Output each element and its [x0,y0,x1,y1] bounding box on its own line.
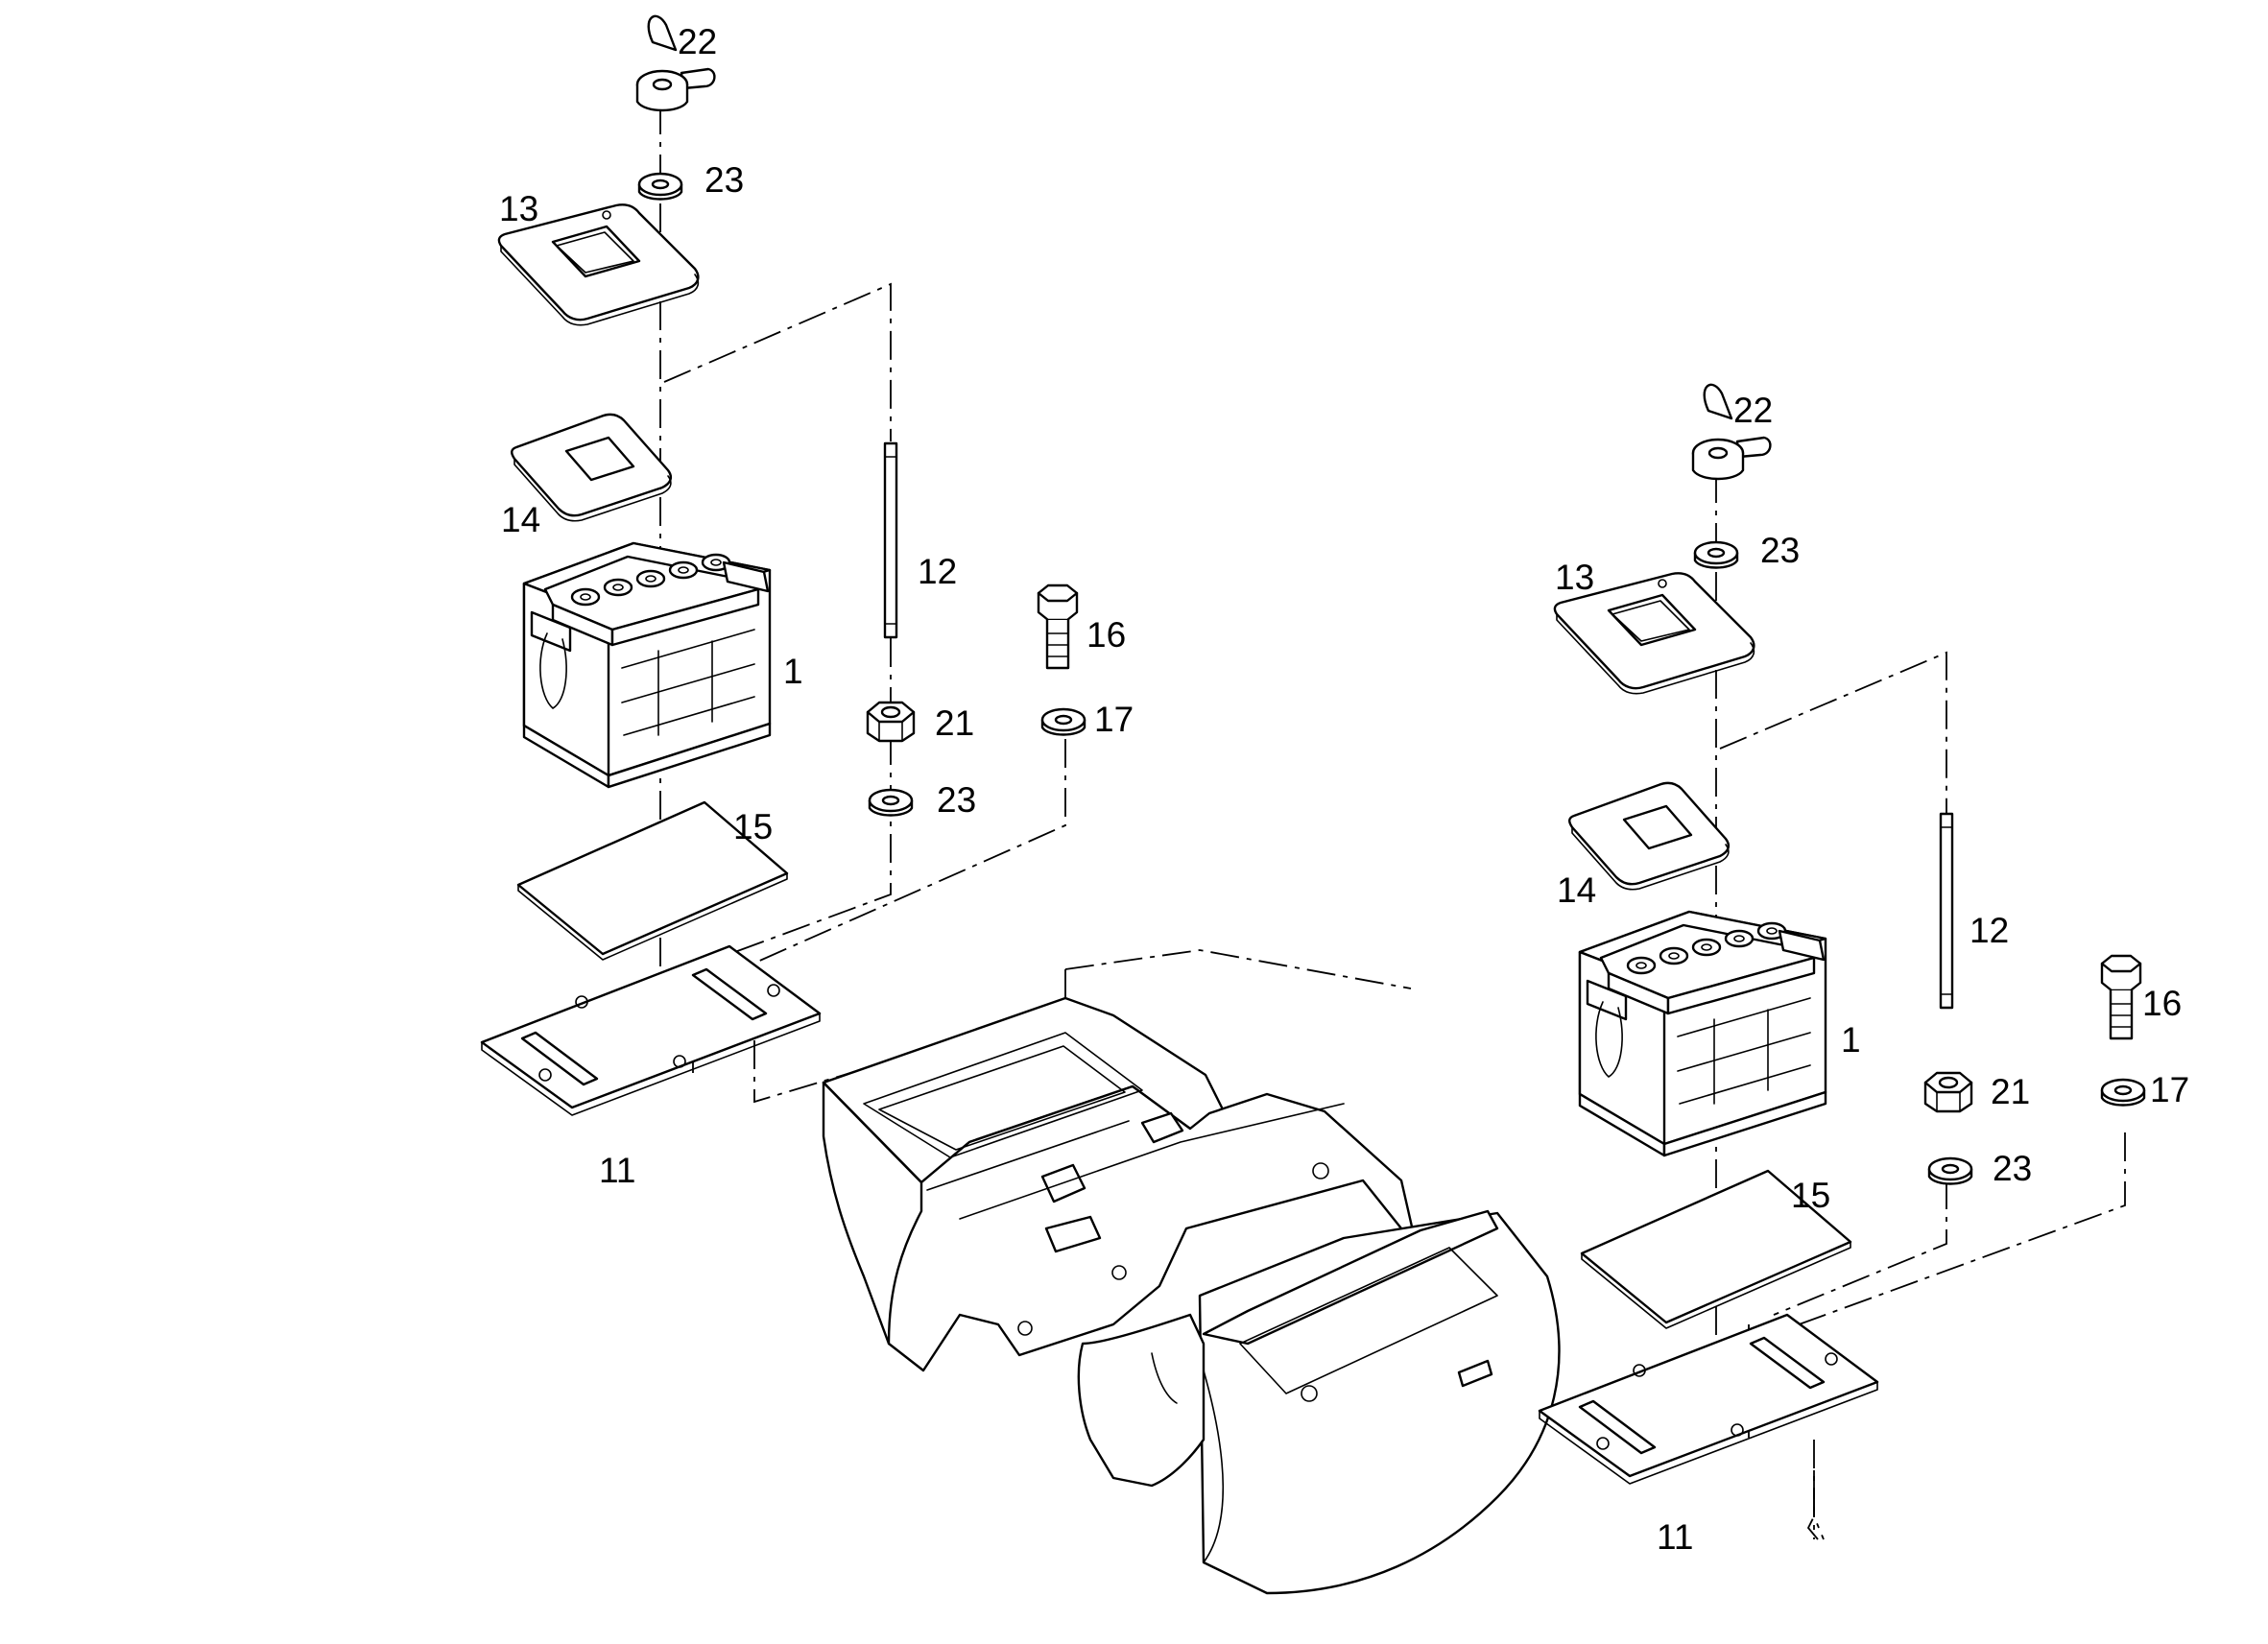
hex-bolt-16 [1037,584,1079,670]
callout-15-right: 15 [1791,1176,1830,1215]
washer-17-right [2100,1078,2146,1107]
callout-1: 1 [783,652,803,691]
callout-17: 17 [1094,700,1134,739]
callout-1-right: 1 [1841,1020,1861,1060]
callout-14-right: 14 [1557,870,1596,910]
washer-17 [1040,707,1086,736]
callout-13-right: 13 [1555,558,1594,597]
battery-1-right [1578,910,1827,1157]
callout-16-right: 16 [2142,984,2182,1023]
callout-13: 13 [499,189,538,228]
callout-12-right: 12 [1970,911,2009,950]
threaded-rod-12 [883,441,898,639]
hex-bolt-16-right [2100,954,2142,1040]
washer-23 [637,172,683,201]
callout-23-lower-right: 23 [1993,1149,2032,1188]
hex-nut-21 [866,701,916,743]
callout-22-right: 22 [1733,391,1773,430]
machine-frame [822,949,1561,1595]
callout-22: 22 [678,22,717,61]
callout-16: 16 [1086,615,1126,655]
right-assembly: 22 23 13 14 12 16 1 21 17 23 15 11 [1538,383,2189,1557]
hex-nut-21-right [1923,1071,1973,1113]
callout-17-right: 17 [2150,1070,2189,1109]
washer-23-lower-right [1927,1156,1973,1185]
left-assembly: 22 23 13 14 12 16 1 21 17 23 15 11 [480,14,1134,1190]
callout-11: 11 [599,1151,635,1190]
callout-23-right: 23 [1760,531,1800,570]
threaded-rod-12-right [1939,812,1954,1010]
callout-21: 21 [935,703,974,743]
battery-1 [522,541,772,789]
callout-23: 23 [704,160,744,200]
battery-tray-11-right [1538,1313,1879,1486]
callout-15: 15 [733,807,773,846]
washer-23-lower [868,788,914,817]
callout-14: 14 [501,500,540,539]
callout-21-right: 21 [1991,1072,2030,1111]
callout-23-lower: 23 [937,780,976,820]
callout-11-right: 11 [1657,1517,1693,1557]
callout-12: 12 [918,552,957,591]
washer-23-right [1693,540,1739,569]
battery-tray-11 [480,944,822,1117]
